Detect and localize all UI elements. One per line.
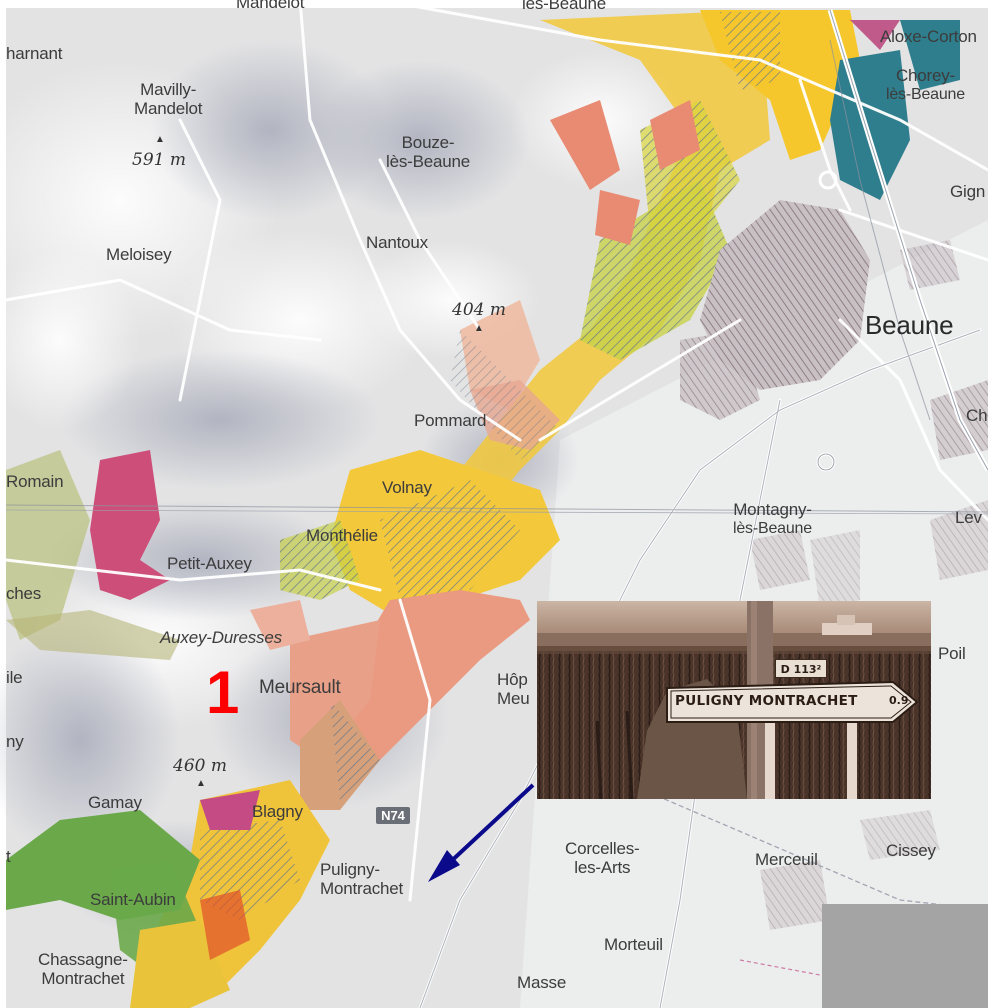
- place-hopital-line2: Meu: [497, 689, 530, 708]
- place-masse: Masse: [517, 973, 567, 992]
- place-meloisey: Meloisey: [106, 245, 172, 264]
- place-corcelles-line1: Corcelles-: [565, 839, 640, 858]
- place-gamay: Gamay: [88, 793, 142, 812]
- place-bouze-line1: Bouze-: [401, 133, 455, 152]
- place-chorey: Chorey- lès-Beaune: [886, 66, 965, 104]
- place-merceuil: Merceuil: [755, 850, 818, 869]
- place-les-beaune-top: lès-Beaune: [522, 0, 607, 13]
- place-gigny: Gign: [950, 182, 986, 201]
- peak-icon: ▲: [155, 134, 165, 145]
- place-mavilly-line2: Mandelot: [134, 99, 203, 118]
- place-monthelie: Monthélie: [306, 526, 378, 545]
- place-corcelles: Corcelles- les-Arts: [565, 839, 640, 877]
- direction-sign: PULIGNY MONTRACHET 0.9: [665, 680, 920, 724]
- place-bouze-line2: lès-Beaune: [386, 152, 471, 171]
- sign-arrow-shape: [666, 680, 919, 723]
- place-puligny: Puligny- Montrachet: [320, 860, 403, 898]
- place-cissey: Cissey: [886, 841, 936, 860]
- place-morteuil: Morteuil: [604, 935, 663, 954]
- place-aloxe-corton: Aloxe-Corton: [880, 27, 977, 46]
- inset-photo-road-sign: D 113² PULIGNY MONTRACHET 0.9: [537, 601, 931, 799]
- place-bouze: Bouze- lès-Beaune: [386, 133, 470, 171]
- place-ile: ile: [6, 668, 23, 687]
- altitude-mavilly: 591 m: [132, 150, 186, 170]
- place-mavilly-line1: Mavilly-: [140, 80, 197, 99]
- place-puligny-line1: Puligny-: [320, 860, 380, 879]
- peak-icon: ▲: [196, 778, 206, 789]
- place-ny: ny: [6, 732, 24, 751]
- place-chassagne-line2: Montrachet: [41, 969, 125, 988]
- place-chorey-line1: Chorey-: [895, 66, 956, 85]
- place-hopital: Hôp Meu: [497, 670, 530, 708]
- place-saint-aubin: Saint-Aubin: [90, 890, 176, 909]
- place-nantoux: Nantoux: [366, 233, 428, 252]
- place-ches: ches: [6, 584, 42, 603]
- place-petit-auxey: Petit-Auxey: [167, 554, 252, 573]
- place-ch-right: Ch: [966, 406, 988, 425]
- place-auxey-duresses: Auxey-Duresses: [160, 628, 282, 647]
- map-marker-number: 1: [206, 659, 240, 726]
- place-mavilly: Mavilly- Mandelot: [134, 80, 203, 118]
- photo-scene: [537, 601, 931, 799]
- place-pommard: Pommard: [414, 411, 487, 430]
- place-montagny-line1: Montagny-: [733, 500, 812, 519]
- gray-overlay-box: [822, 904, 988, 1008]
- place-blagny: Blagny: [252, 802, 303, 821]
- place-volnay: Volnay: [382, 478, 432, 497]
- place-montagny: Montagny- lès-Beaune: [733, 500, 812, 538]
- place-poil: Poil: [938, 644, 966, 663]
- place-meursault: Meursault: [259, 677, 341, 698]
- place-puligny-line2: Montrachet: [320, 879, 404, 898]
- place-chassagne-line1: Chassagne-: [38, 950, 128, 969]
- place-t-left: t: [6, 847, 11, 866]
- altitude-404: 404 m: [452, 300, 506, 320]
- place-corcelles-line2: les-Arts: [574, 858, 631, 877]
- place-mandelot-top: Mandelot: [236, 0, 305, 12]
- sign-distance: 0.9: [889, 694, 909, 707]
- place-chassagne: Chassagne- Montrachet: [38, 950, 128, 988]
- sign-text: PULIGNY MONTRACHET: [675, 693, 858, 709]
- altitude-460: 460 m: [173, 756, 227, 776]
- place-chorey-line2: lès-Beaune: [886, 86, 965, 103]
- place-romain: Romain: [6, 472, 64, 491]
- place-beaune: Beaune: [865, 310, 954, 340]
- road-n74-badge: N74: [376, 807, 410, 824]
- peak-icon: ▲: [474, 323, 484, 334]
- road-number-plate: D 113²: [775, 659, 827, 678]
- place-levernois: Lev: [955, 508, 982, 527]
- place-charnant: harnant: [6, 44, 63, 63]
- place-montagny-line2: lès-Beaune: [733, 520, 812, 537]
- place-hopital-line1: Hôp: [497, 670, 528, 689]
